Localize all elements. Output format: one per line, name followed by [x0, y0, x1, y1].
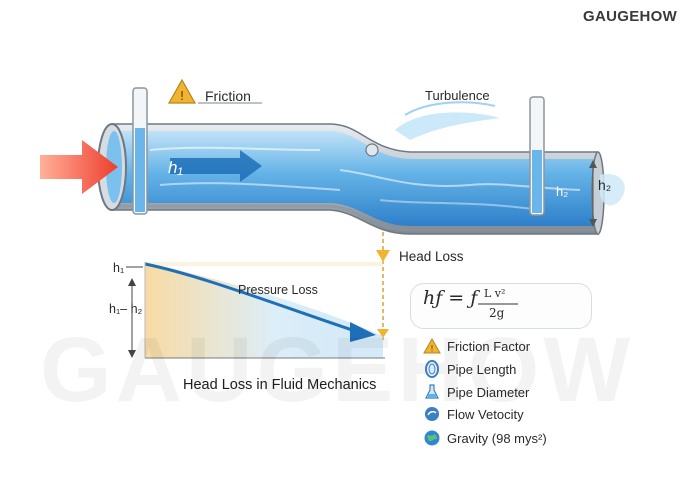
pressure-loss-curve [144, 262, 359, 334]
piezometer-water-1 [135, 128, 145, 212]
head-loss-arrow-bottom [377, 329, 389, 338]
turbulence-label: Turbulence [425, 88, 490, 103]
legend-item-flow-velocity: Flow Vetocity [423, 404, 524, 424]
pipe-h2-label: h₂ [556, 184, 569, 199]
h2-bracket-arrow [589, 219, 597, 227]
watermark: GAUGEHOW [40, 318, 634, 423]
flow-arrow [170, 150, 262, 182]
side-h2-label: h₂ [598, 177, 612, 193]
velocity-icon [425, 407, 439, 421]
pressure-loss-upper [145, 262, 383, 266]
pipe-rail [112, 204, 598, 232]
head-loss-arrow [376, 250, 390, 262]
inlet-arrow [40, 140, 118, 194]
pressure-loss-arrow [350, 322, 376, 342]
h2-bracket-arrow [589, 160, 597, 168]
flask-icon [425, 384, 439, 399]
turbulence-swirl [395, 112, 500, 140]
formula-denominator: 2g [489, 306, 505, 320]
axis-h1h2-label: h₁– h₂ [109, 302, 143, 316]
formula-numerator: L v² [484, 287, 506, 300]
svg-text:!: ! [431, 344, 434, 354]
pressure-loss-area [145, 262, 383, 358]
flow-streak [159, 182, 341, 191]
turbulence-bulb [365, 143, 379, 157]
warning-icon [167, 78, 197, 104]
pressure-loss-label: Pressure Loss [238, 283, 318, 297]
turbulence-swirl [404, 101, 496, 116]
piezometer-water-2 [532, 150, 542, 213]
legend-label: Pipe Diameter [447, 384, 530, 400]
legend-item-friction-factor: ! Friction Factor [423, 336, 530, 356]
axis-h1-label: h₁ [113, 261, 125, 275]
flow-streak [379, 199, 541, 211]
flow-streak [149, 146, 321, 151]
warning-icon: ! [423, 337, 441, 354]
brand-logo: GAUGEHOW [583, 8, 678, 25]
head-loss-label: Head Loss [399, 249, 464, 264]
outlet-spray [600, 174, 625, 206]
axis-bracket-arrow [128, 350, 136, 358]
formula-lhs: hƒ = ƒ [423, 287, 478, 309]
pipe-h1-label: h₁ [168, 158, 183, 177]
diagram-caption: Head Loss in Fluid Mechanics [183, 377, 377, 393]
legend-label: Pipe Length [447, 361, 517, 377]
globe-icon [424, 430, 440, 446]
legend-label: Friction Factor [447, 338, 531, 354]
legend-item-pipe-diameter: Pipe Diameter [423, 382, 529, 402]
legend-item-pipe-length: Pipe Length [423, 359, 516, 379]
axis-bracket-arrow [128, 278, 136, 286]
warning-icon-mark: ! [180, 89, 185, 103]
legend-label: Flow Vetocity [447, 406, 524, 422]
friction-label: Friction [205, 88, 251, 104]
legend-item-gravity: Gravity (98 mys²) [423, 428, 547, 448]
formula-fraction-bar [478, 303, 518, 305]
pipe-ring-icon [425, 360, 439, 378]
water-flow [118, 131, 594, 226]
legend-label: Gravity (98 mys²) [447, 430, 547, 446]
formula-box [410, 283, 592, 329]
